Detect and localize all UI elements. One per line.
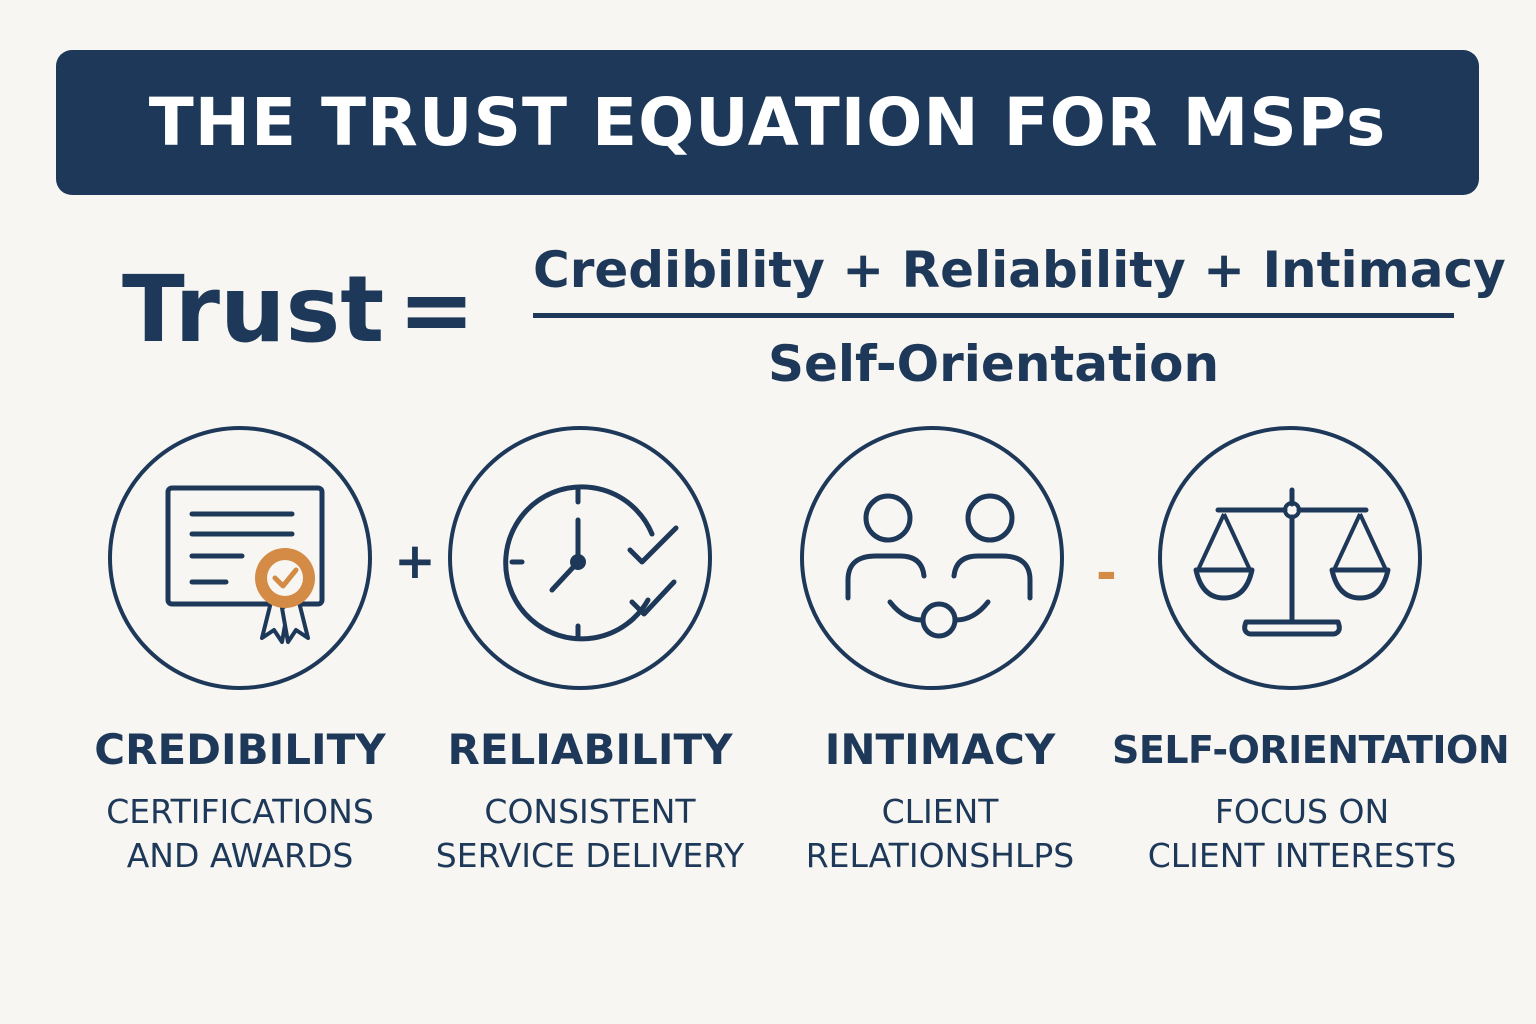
people-connection-icon xyxy=(845,493,1033,639)
component-desc-line: AND AWARDS xyxy=(126,836,354,875)
credibility-label-group: CREDIBILITY CERTIFICATIONS AND AWARDS xyxy=(60,722,420,878)
page-title: THE TRUST EQUATION FOR MSPs xyxy=(148,84,1387,161)
equation-lhs: Trust xyxy=(122,256,385,363)
component-description: CLIENT RELATIONSHLPS xyxy=(760,790,1120,878)
component-title: SELF-ORIENTATION xyxy=(1112,728,1510,772)
component-desc-line: SERVICE DELIVERY xyxy=(435,836,745,875)
component-title: INTIMACY xyxy=(824,725,1056,774)
equation-equals: = xyxy=(398,256,476,363)
component-desc-line: RELATIONSHLPS xyxy=(805,836,1075,875)
intimacy-label-group: INTIMACY CLIENT RELATIONSHLPS xyxy=(760,722,1120,878)
component-description: CERTIFICATIONS AND AWARDS xyxy=(60,790,420,878)
reliability-icon-ring xyxy=(448,426,712,690)
reliability-label-group: RELIABILITY CONSISTENT SERVICE DELIVERY xyxy=(410,722,770,878)
self-orientation-label-group: SELF-ORIENTATION FOCUS ON CLIENT INTERES… xyxy=(1112,722,1510,878)
component-desc-line: CLIENT INTERESTS xyxy=(1147,836,1457,875)
component-description: FOCUS ON CLIENT INTERESTS xyxy=(1112,790,1492,878)
clock-check-icon xyxy=(503,484,679,642)
component-desc-line: CERTIFICATIONS xyxy=(106,792,374,831)
equation-denominator: Self-Orientation xyxy=(767,335,1220,393)
fraction-bar xyxy=(533,313,1454,318)
component-title: RELIABILITY xyxy=(447,725,733,774)
component-desc-line: FOCUS ON xyxy=(1214,792,1390,831)
balance-scale-icon xyxy=(1193,487,1391,637)
title-banner: THE TRUST EQUATION FOR MSPs xyxy=(56,50,1479,195)
equation-numerator: Credibility + Reliability + Intimacy xyxy=(533,241,1506,299)
certificate-icon xyxy=(165,485,325,644)
component-desc-line: CLIENT xyxy=(881,792,999,831)
minus-operator: - xyxy=(1096,544,1117,602)
component-description: CONSISTENT SERVICE DELIVERY xyxy=(410,790,770,878)
self-orientation-icon-ring xyxy=(1158,426,1422,690)
component-desc-line: CONSISTENT xyxy=(484,792,696,831)
credibility-icon-ring xyxy=(108,426,372,690)
intimacy-icon-ring xyxy=(800,426,1064,690)
plus-operator: + xyxy=(394,532,436,590)
component-title: CREDIBILITY xyxy=(94,725,386,774)
